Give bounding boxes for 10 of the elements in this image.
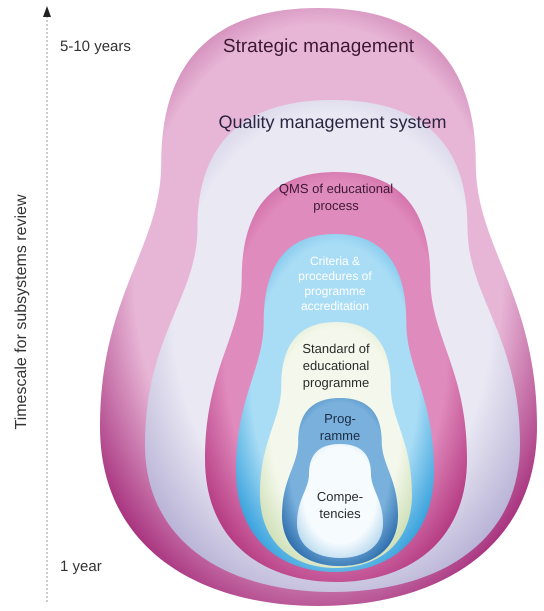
layer-label: Criteria & procedures of programme accreditation: [297, 254, 373, 314]
axis-tick-label: 5-10 years: [60, 37, 131, 57]
layer-label: Prog-ramme: [318, 410, 362, 444]
layer-label: Quality management system: [217, 111, 448, 134]
layer-label: QMS of educational process: [278, 180, 394, 214]
layer-label: Strategic management: [222, 35, 416, 59]
axis-tick-label: 1 year: [60, 557, 102, 577]
layer-label: Standard of educational programme: [301, 340, 371, 391]
layer-label: Compe-tencies: [316, 488, 364, 522]
axis-title: Timescale for subsystems review: [12, 193, 31, 432]
